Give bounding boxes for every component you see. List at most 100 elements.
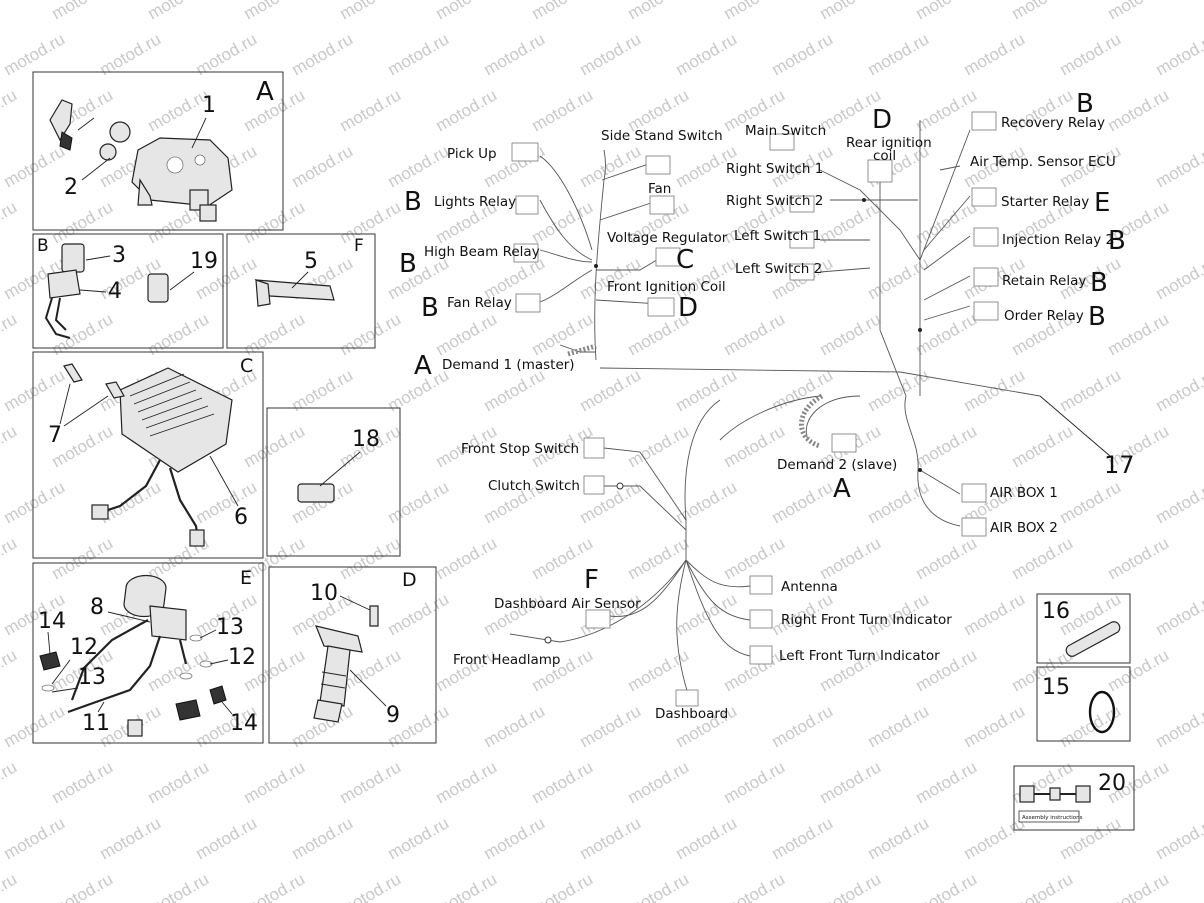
watermark-text: motod.ru xyxy=(385,477,453,527)
watermark-text: motod.ru xyxy=(433,533,501,583)
letter-c-voltage: C xyxy=(676,245,694,275)
item-14b-label: 14 xyxy=(230,711,258,736)
label-front-ignition-coil: Front Ignition Coil xyxy=(607,279,726,295)
panel-15: 15 xyxy=(1036,666,1131,742)
item-12-label: 12 xyxy=(70,635,98,660)
watermark-text: motod.ru xyxy=(241,421,309,471)
watermark-text: motod.ru xyxy=(337,533,405,583)
watermark-text: motod.ru xyxy=(817,869,885,903)
panel-d-letter: D xyxy=(402,569,417,591)
label-air-box-1: AIR BOX 1 xyxy=(990,485,1058,501)
watermark-text: motod.ru xyxy=(1201,533,1204,583)
panel-b: B 3 4 19 xyxy=(32,233,224,349)
watermark-text: motod.ru xyxy=(1153,141,1204,191)
watermark-text: motod.ru xyxy=(1153,29,1204,79)
letter-a-demand1: A xyxy=(414,351,432,381)
label-order-relay: Order Relay xyxy=(1004,308,1084,324)
voltage-regulator-drawing xyxy=(91,367,233,547)
watermark-text: motod.ru xyxy=(1105,309,1173,359)
label-right-front-turn: Right Front Turn Indicator xyxy=(781,612,952,628)
watermark-text: motod.ru xyxy=(385,589,453,639)
letter-b-fan: B xyxy=(421,293,439,323)
item-17-label: 17 xyxy=(1104,451,1135,479)
watermark-text: motod.ru xyxy=(49,757,117,807)
watermark-text: motod.ru xyxy=(1009,421,1077,471)
watermark-text: motod.ru xyxy=(0,421,20,471)
label-demand-2: Demand 2 (slave) xyxy=(777,457,897,473)
watermark-text: motod.ru xyxy=(577,365,645,415)
watermark-text: motod.ru xyxy=(481,29,549,79)
watermark-text: motod.ru xyxy=(961,589,1029,639)
watermark-text: motod.ru xyxy=(1105,533,1173,583)
item-12b-label: 12 xyxy=(228,645,256,670)
watermark-text: motod.ru xyxy=(241,0,309,23)
watermark-text: motod.ru xyxy=(529,197,597,247)
watermark-text: motod.ru xyxy=(961,365,1029,415)
watermark-text: motod.ru xyxy=(529,85,597,135)
watermark-text: motod.ru xyxy=(433,309,501,359)
watermark-text: motod.ru xyxy=(241,197,309,247)
watermark-text: motod.ru xyxy=(1009,869,1077,903)
watermark-text: motod.ru xyxy=(1,141,69,191)
watermark-text: motod.ru xyxy=(97,813,165,863)
watermark-text: motod.ru xyxy=(577,141,645,191)
demand-1-sheath xyxy=(567,343,597,357)
watermark-text: motod.ru xyxy=(385,253,453,303)
relay-19-drawing xyxy=(147,273,169,303)
watermark-text: motod.ru xyxy=(241,85,309,135)
watermark-text: motod.ru xyxy=(817,533,885,583)
watermark-text: motod.ru xyxy=(865,477,933,527)
watermark-text: motod.ru xyxy=(1201,197,1204,247)
label-right-switch-2: Right Switch 2 xyxy=(726,193,823,209)
connector-boxes xyxy=(511,111,999,707)
watermark-text: motod.ru xyxy=(577,29,645,79)
label-side-stand-switch: Side Stand Switch xyxy=(601,128,723,144)
item-14-label: 14 xyxy=(38,609,66,634)
watermark-text: motod.ru xyxy=(1105,869,1173,903)
watermark-text: motod.ru xyxy=(1057,477,1125,527)
panel-f-letter: F xyxy=(354,236,364,256)
harness-wires xyxy=(509,120,1041,701)
watermark-text: motod.ru xyxy=(1,477,69,527)
watermark-text: motod.ru xyxy=(673,365,741,415)
wiring-labels: Pick Up B Lights Relay High Beam Relay B… xyxy=(399,89,1135,722)
letter-d-front-coil: D xyxy=(678,293,698,323)
watermark-text: motod.ru xyxy=(913,533,981,583)
item-17-leader xyxy=(1039,395,1111,457)
label-recovery-relay: Recovery Relay xyxy=(1001,115,1105,131)
panel-20: 20 Assembly instructions xyxy=(1013,765,1135,831)
watermark-text: motod.ru xyxy=(673,477,741,527)
watermark-text: motod.ru xyxy=(337,757,405,807)
watermark-text: motod.ru xyxy=(913,869,981,903)
watermark-text: motod.ru xyxy=(865,29,933,79)
label-left-switch-1: Left Switch 1 xyxy=(734,228,821,244)
label-air-box-2: AIR BOX 2 xyxy=(990,520,1058,536)
item-10-label: 10 xyxy=(310,581,338,606)
panel-b-letter: B xyxy=(37,236,49,256)
letter-e-starter: E xyxy=(1094,188,1110,218)
label-left-switch-2: Left Switch 2 xyxy=(735,261,822,277)
letter-b-injection: B xyxy=(1108,226,1126,256)
watermark-text: motod.ru xyxy=(769,29,837,79)
watermark-text: motod.ru xyxy=(1201,0,1204,23)
watermark-text: motod.ru xyxy=(1201,421,1204,471)
watermark-text: motod.ru xyxy=(49,869,117,903)
bolt-7b-drawing xyxy=(105,381,125,399)
watermark-text: motod.ru xyxy=(1201,309,1204,359)
watermark-text: motod.ru xyxy=(1009,533,1077,583)
label-fan: Fan xyxy=(648,181,671,197)
strap-16-drawing xyxy=(1065,621,1121,657)
watermark-text: motod.ru xyxy=(289,29,357,79)
watermark-text: motod.ru xyxy=(1057,365,1125,415)
watermark-text: motod.ru xyxy=(913,757,981,807)
watermark-text: motod.ru xyxy=(0,869,20,903)
panel-e: E 8 14 12 13 11 13 12 14 xyxy=(32,562,264,744)
letter-b-recovery: B xyxy=(1076,89,1094,119)
label-rear-ignition-1: Rear ignition xyxy=(846,135,932,151)
watermark-text: motod.ru xyxy=(817,309,885,359)
watermark-text: motod.ru xyxy=(721,309,789,359)
item-11-label: 11 xyxy=(82,711,110,736)
watermark-text: motod.ru xyxy=(865,813,933,863)
watermark-text: motod.ru xyxy=(433,0,501,23)
watermark-text: motod.ru xyxy=(625,0,693,23)
